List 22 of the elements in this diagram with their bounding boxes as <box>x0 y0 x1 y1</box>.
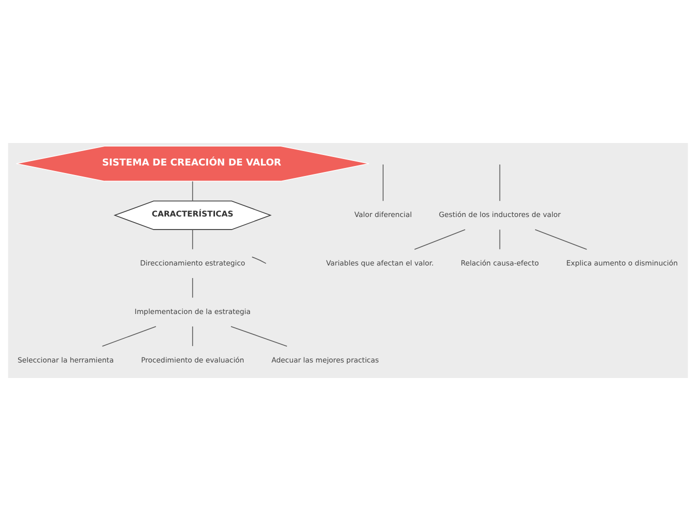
connector <box>192 228 194 250</box>
connector <box>499 164 500 201</box>
node-text: Seleccionar la herramienta <box>18 354 114 364</box>
node-text: Explica aumento o disminución <box>566 258 678 267</box>
node-text: Gestión de los inductores de valor <box>438 210 561 219</box>
connector <box>252 256 266 264</box>
connector <box>414 228 466 250</box>
node-text: Variables que afectan el valor. <box>326 258 434 267</box>
node-text: Implementacion de la estrategia <box>134 306 251 316</box>
node-text: Procedimiento de evaluación <box>141 354 244 364</box>
node-text: Adecuar las mejores practicas <box>272 354 379 364</box>
connector <box>192 180 194 201</box>
node-text: Valor diferencial <box>354 210 412 219</box>
node-text: Relación causa-efecto <box>460 258 539 267</box>
connector <box>192 326 194 346</box>
connector <box>102 326 156 346</box>
connector <box>230 326 288 346</box>
connector <box>534 228 588 250</box>
node-text: Direccionamiento estrategico <box>140 258 246 267</box>
connector <box>499 228 500 250</box>
connector <box>382 164 384 201</box>
connector <box>192 277 194 298</box>
